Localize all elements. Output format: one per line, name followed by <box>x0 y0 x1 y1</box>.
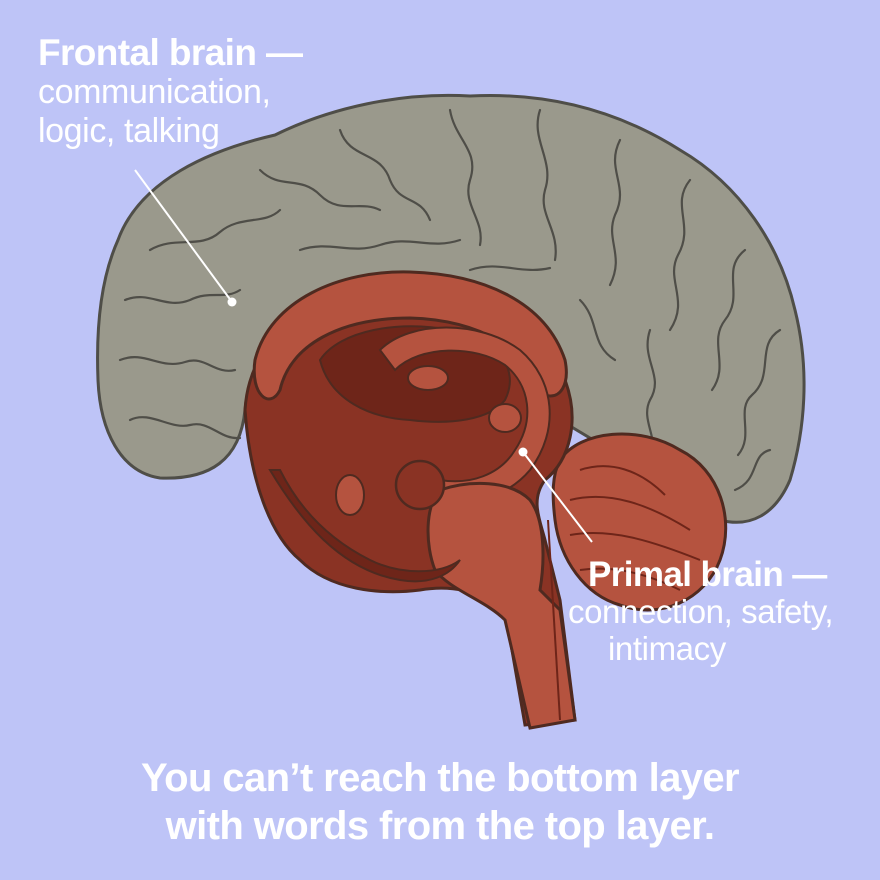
frontal-leader-dot <box>228 298 237 307</box>
frontal-brain-line1: communication, <box>38 73 302 111</box>
thalamus <box>408 366 448 390</box>
hypothalamus <box>489 404 521 432</box>
primal-brain-line1: connection, safety, <box>568 594 833 631</box>
caption-line2: with words from the top layer. <box>0 802 880 850</box>
primal-brain-label: Primal brain — connection, safety, intim… <box>568 555 833 668</box>
primal-brain-line2: intimacy <box>608 631 833 668</box>
primal-brain-title: Primal brain — <box>588 555 833 594</box>
frontal-brain-title: Frontal brain — <box>38 32 302 73</box>
caption-line1: You can’t reach the bottom layer <box>0 754 880 802</box>
frontal-brain-line2: logic, talking <box>38 112 302 150</box>
primal-leader-dot <box>519 448 528 457</box>
frontal-brain-label: Frontal brain — communication, logic, ta… <box>38 32 302 150</box>
pituitary <box>336 475 364 515</box>
amygdala <box>396 461 444 509</box>
caption: You can’t reach the bottom layer with wo… <box>0 754 880 850</box>
